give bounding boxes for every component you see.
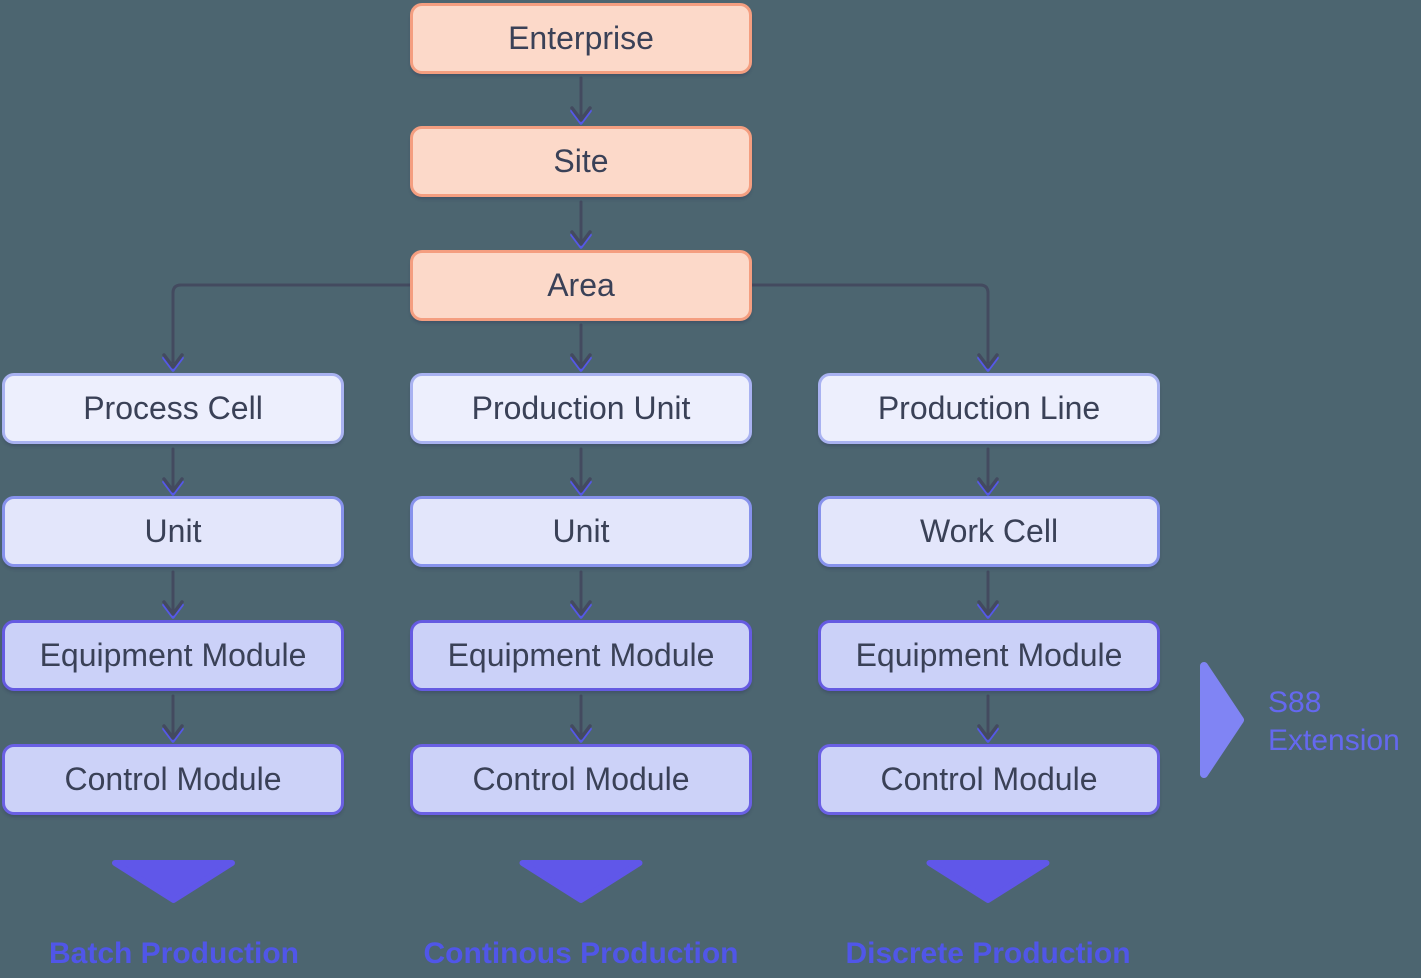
arrow-down [570, 570, 592, 619]
annotation-s88-extension: S88 Extension [1268, 684, 1400, 760]
arrow-down [162, 570, 184, 619]
node-area: Area [410, 250, 752, 321]
arrow-down [570, 76, 592, 125]
branch-connector-left [162, 283, 412, 372]
node-equipment-module-batch: Equipment Module [2, 620, 344, 691]
branch-connector-right [750, 283, 999, 372]
footer-discrete-production: Discrete Production [845, 937, 1131, 970]
node-equipment-module-continuous: Equipment Module [410, 620, 752, 691]
arrow-down [162, 694, 184, 743]
footer-batch-production: Batch Production [48, 937, 299, 970]
node-unit-continuous: Unit [410, 496, 752, 567]
node-process-cell: Process Cell [2, 373, 344, 444]
arrow-down [570, 323, 592, 372]
node-production-line: Production Line [818, 373, 1160, 444]
annotation-line1: S88 [1268, 686, 1322, 719]
arrow-down [570, 447, 592, 496]
annotation-line2: Extension [1268, 724, 1400, 757]
annotation-arrow-triangle [1200, 662, 1244, 778]
arrow-down [977, 447, 999, 496]
arrow-down [977, 694, 999, 743]
node-enterprise: Enterprise [410, 3, 752, 74]
node-production-unit: Production Unit [410, 373, 752, 444]
node-equipment-module-discrete: Equipment Module [818, 620, 1160, 691]
arrow-down [162, 447, 184, 496]
connector-arrows [162, 76, 999, 743]
arrow-down [570, 200, 592, 249]
node-site: Site [410, 126, 752, 197]
node-unit-batch: Unit [2, 496, 344, 567]
arrow-down [570, 694, 592, 743]
marker-discrete-triangle [926, 860, 1050, 903]
node-control-module-discrete: Control Module [818, 744, 1160, 815]
footer-continous-production: Continous Production [423, 937, 739, 970]
node-control-module-continuous: Control Module [410, 744, 752, 815]
marker-batch-triangle [112, 860, 235, 903]
node-control-module-batch: Control Module [2, 744, 344, 815]
node-work-cell: Work Cell [818, 496, 1160, 567]
arrow-down [977, 570, 999, 619]
marker-continuous-triangle [519, 860, 643, 903]
